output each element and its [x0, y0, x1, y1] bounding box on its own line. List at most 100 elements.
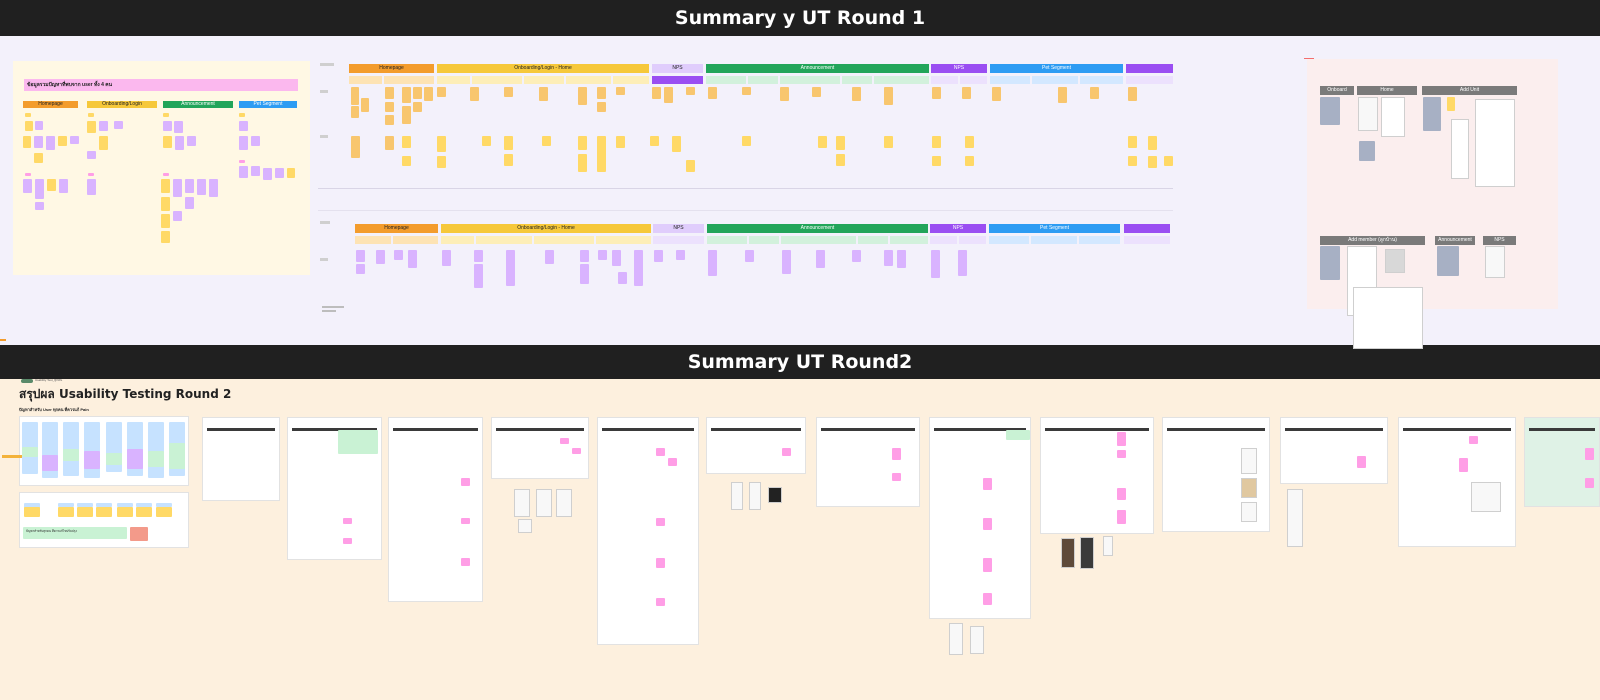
- sticky-note[interactable]: [470, 87, 479, 101]
- sticky-note[interactable]: [385, 136, 394, 150]
- sticky-note[interactable]: [1447, 97, 1455, 111]
- sticky-note[interactable]: [402, 156, 411, 166]
- sticky-note[interactable]: [932, 136, 941, 148]
- sticky-note[interactable]: [578, 154, 587, 172]
- sticky-note[interactable]: [580, 264, 589, 284]
- sticky-note[interactable]: [385, 87, 394, 99]
- sticky-note[interactable]: [816, 250, 825, 268]
- sticky-note[interactable]: [25, 113, 31, 117]
- sticky-note[interactable]: [163, 121, 172, 131]
- sticky-note[interactable]: [1128, 136, 1137, 148]
- sticky-note[interactable]: [356, 264, 365, 274]
- sticky-note[interactable]: [251, 136, 260, 146]
- sticky-note[interactable]: [185, 197, 194, 209]
- sticky-note[interactable]: [58, 136, 67, 146]
- sticky-note[interactable]: [35, 202, 44, 210]
- sticky-note[interactable]: [962, 87, 971, 99]
- sticky-note[interactable]: [70, 136, 79, 144]
- sticky-note[interactable]: [1058, 87, 1067, 103]
- summary-note[interactable]: [24, 507, 40, 517]
- sticky-note[interactable]: [437, 87, 446, 97]
- summary-note[interactable]: [117, 507, 133, 517]
- pain-column[interactable]: [127, 449, 143, 469]
- doc-note[interactable]: [983, 478, 992, 490]
- sticky-note[interactable]: [482, 136, 491, 146]
- doc-note[interactable]: [1117, 432, 1126, 446]
- sticky-note[interactable]: [34, 153, 43, 163]
- sticky-note[interactable]: [612, 250, 621, 266]
- sticky-note[interactable]: [852, 87, 861, 101]
- sticky-note[interactable]: [616, 87, 625, 95]
- sticky-note[interactable]: [634, 250, 643, 286]
- sticky-note[interactable]: [818, 136, 827, 148]
- sticky-note[interactable]: [173, 179, 182, 197]
- ut-doc-frame[interactable]: [597, 417, 699, 645]
- sticky-note[interactable]: [351, 136, 360, 158]
- sticky-note[interactable]: [287, 168, 295, 178]
- doc-note[interactable]: [656, 558, 665, 568]
- summary-note[interactable]: [96, 503, 112, 507]
- summary-note[interactable]: [58, 507, 74, 517]
- sticky-note[interactable]: [413, 87, 422, 99]
- sticky-note[interactable]: [174, 121, 183, 133]
- sticky-note[interactable]: [114, 121, 123, 129]
- summary-note[interactable]: [136, 503, 152, 507]
- sticky-note[interactable]: [351, 106, 359, 118]
- sticky-note[interactable]: [87, 179, 96, 195]
- summary-note[interactable]: [77, 507, 93, 517]
- sticky-note[interactable]: [650, 136, 659, 146]
- sticky-note[interactable]: [1148, 156, 1157, 168]
- sticky-note[interactable]: [504, 154, 513, 166]
- doc-note[interactable]: [1357, 456, 1366, 468]
- summary-note[interactable]: [156, 507, 172, 517]
- doc-note[interactable]: [983, 518, 992, 530]
- sticky-note[interactable]: [437, 136, 446, 152]
- doc-note[interactable]: [1459, 458, 1468, 472]
- ut-doc-frame[interactable]: [706, 417, 806, 474]
- sticky-note[interactable]: [163, 113, 169, 117]
- sticky-note[interactable]: [25, 121, 33, 131]
- doc-note[interactable]: [668, 458, 677, 466]
- sticky-note[interactable]: [672, 136, 681, 152]
- sticky-note[interactable]: [88, 173, 94, 176]
- pain-column[interactable]: [106, 453, 122, 465]
- sticky-note[interactable]: [616, 136, 625, 148]
- pain-column[interactable]: [148, 422, 164, 478]
- sticky-note[interactable]: [580, 250, 589, 262]
- summary-notes-frame[interactable]: ปัญหาสำหรับทุกคน ที่ควรแก้ไขปรับปรุง: [19, 492, 189, 548]
- summary-callout-red[interactable]: [130, 527, 148, 541]
- sticky-note[interactable]: [539, 87, 548, 101]
- ut-doc-frame[interactable]: [491, 417, 589, 479]
- summary-callout[interactable]: [23, 527, 127, 539]
- doc-note[interactable]: [1117, 488, 1126, 500]
- sticky-note[interactable]: [385, 115, 394, 125]
- sticky-note[interactable]: [251, 166, 260, 176]
- sticky-note[interactable]: [708, 250, 717, 276]
- ut-doc-frame[interactable]: [202, 417, 280, 501]
- sticky-note[interactable]: [87, 121, 96, 133]
- sticky-note[interactable]: [812, 87, 821, 97]
- ut-doc-frame[interactable]: [1040, 417, 1154, 534]
- sticky-note[interactable]: [932, 156, 941, 166]
- pain-column[interactable]: [84, 422, 100, 478]
- sticky-note[interactable]: [618, 272, 627, 284]
- sticky-note[interactable]: [652, 87, 661, 99]
- sticky-note[interactable]: [263, 168, 272, 180]
- sticky-note[interactable]: [742, 136, 751, 146]
- doc-note[interactable]: [461, 558, 470, 566]
- sticky-note[interactable]: [965, 156, 974, 166]
- ut-doc-frame[interactable]: [816, 417, 920, 507]
- sticky-note[interactable]: [163, 173, 169, 176]
- doc-note[interactable]: [1585, 478, 1594, 488]
- sticky-note[interactable]: [686, 160, 695, 172]
- sticky-note[interactable]: [361, 98, 369, 112]
- sticky-note[interactable]: [185, 179, 194, 193]
- pain-column[interactable]: [169, 443, 185, 469]
- sticky-note[interactable]: [474, 250, 483, 262]
- sticky-note[interactable]: [161, 231, 170, 243]
- sticky-note[interactable]: [197, 179, 206, 195]
- pain-column[interactable]: [22, 447, 38, 457]
- sticky-note[interactable]: [897, 250, 906, 268]
- doc-note[interactable]: [782, 448, 791, 456]
- sticky-note[interactable]: [356, 250, 365, 262]
